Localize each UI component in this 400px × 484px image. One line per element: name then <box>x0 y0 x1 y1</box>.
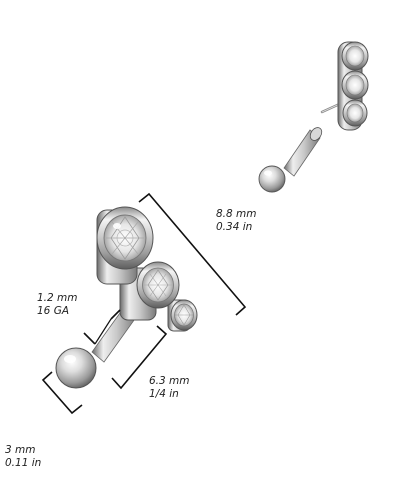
dimension-lines <box>41 192 247 415</box>
bar-length-mm: 6.3 mm <box>149 375 190 387</box>
main-earring <box>55 206 198 389</box>
gauge-bracket <box>110 309 121 320</box>
ball-size-label: 3 mm 0.11 in <box>5 444 41 470</box>
total-length-mm: 8.8 mm <box>216 208 257 220</box>
ball-size-bracket <box>41 371 83 415</box>
bar-length-in: 1/4 in <box>149 388 179 400</box>
total-length-bracket <box>138 192 247 316</box>
top-gem-cluster <box>337 41 369 131</box>
small-gem-setting <box>167 299 198 332</box>
ball-end <box>55 347 97 389</box>
tube-post <box>283 127 323 177</box>
gauge-bracket-lower <box>83 332 96 345</box>
bar-length-label: 6.3 mm 1/4 in <box>149 375 190 401</box>
ball-size-mm: 3 mm <box>5 444 36 456</box>
total-length-in: 0.34 in <box>216 221 253 233</box>
tube-ball-end <box>258 165 286 193</box>
ball-size-in: 0.11 in <box>5 457 42 469</box>
exploded-view <box>258 41 369 193</box>
total-length-label: 8.8 mm 0.34 in <box>216 208 257 234</box>
gauge-ga: 16 GA <box>37 305 70 317</box>
bar-length-bracket <box>111 325 168 390</box>
large-gem-setting <box>96 206 154 285</box>
gauge-label: 1.2 mm 16 GA <box>37 292 78 318</box>
gauge-mm: 1.2 mm <box>37 292 78 304</box>
